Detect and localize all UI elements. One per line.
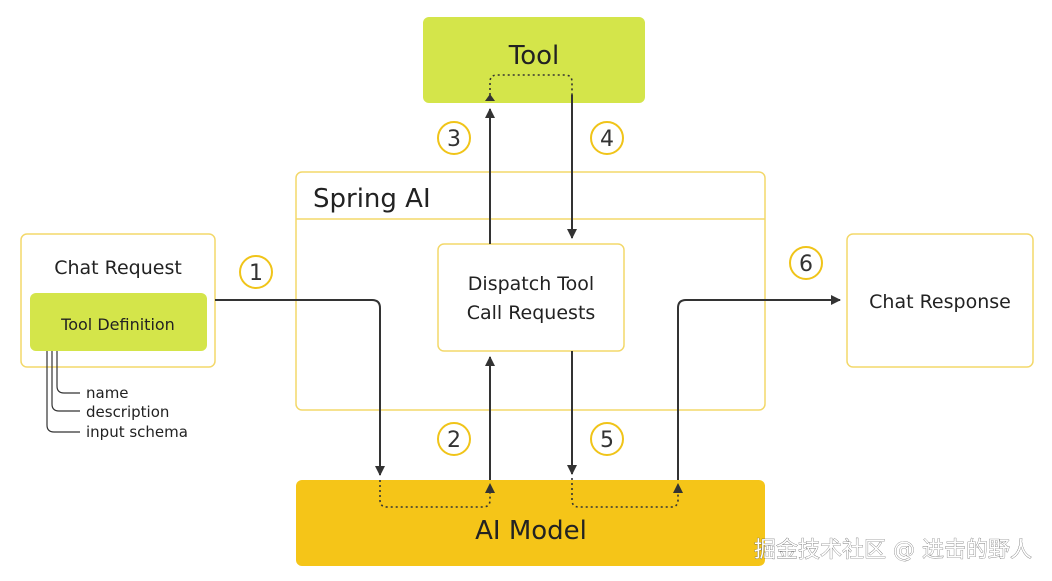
arrow-request-to-model	[215, 299, 385, 476]
step-6-label: 6	[799, 252, 813, 277]
tool-definition-params	[46, 351, 80, 433]
step-1-label: 1	[249, 261, 263, 286]
watermark-text: 掘金技术社区 @ 进击的野人	[754, 538, 1032, 563]
param-name: name	[86, 384, 129, 402]
dotted-model-loop-left	[379, 480, 491, 508]
ai-model-box: AI Model	[296, 480, 765, 566]
dispatch-line1: Dispatch Tool	[468, 273, 594, 295]
ai-model-label: AI Model	[475, 516, 587, 546]
dotted-tool-loop	[489, 74, 573, 95]
step-4: 4	[590, 121, 624, 155]
step-2: 2	[437, 422, 471, 456]
tool-definition-box	[30, 293, 207, 351]
tool-box: Tool	[423, 17, 645, 103]
dotted-paths	[379, 74, 679, 508]
step-5-label: 5	[600, 428, 614, 453]
step-4-label: 4	[600, 127, 614, 152]
chat-response-label: Chat Response	[869, 291, 1011, 313]
arrows	[215, 95, 841, 480]
chat-response-box: Chat Response	[846, 233, 1034, 368]
dispatch-tool-box: Dispatch Tool Call Requests	[437, 243, 625, 352]
dispatch-line2: Call Requests	[467, 302, 596, 324]
dotted-arrowheads	[485, 94, 683, 493]
step-5: 5	[590, 422, 624, 456]
chat-request-box: Chat Request Tool Definition	[20, 233, 216, 368]
tool-label: Tool	[508, 41, 560, 71]
step-3-label: 3	[447, 127, 461, 152]
param-input-schema: input schema	[86, 423, 188, 441]
spring-ai-label: Spring AI	[313, 184, 431, 214]
arrow-model-to-response	[677, 295, 841, 480]
step-2-label: 2	[447, 428, 461, 453]
param-description: description	[86, 403, 169, 421]
chat-request-label: Chat Request	[54, 257, 182, 279]
step-1: 1	[239, 255, 273, 289]
tool-definition-label: Tool Definition	[60, 315, 175, 334]
step-6: 6	[789, 246, 823, 280]
step-3: 3	[437, 121, 471, 155]
